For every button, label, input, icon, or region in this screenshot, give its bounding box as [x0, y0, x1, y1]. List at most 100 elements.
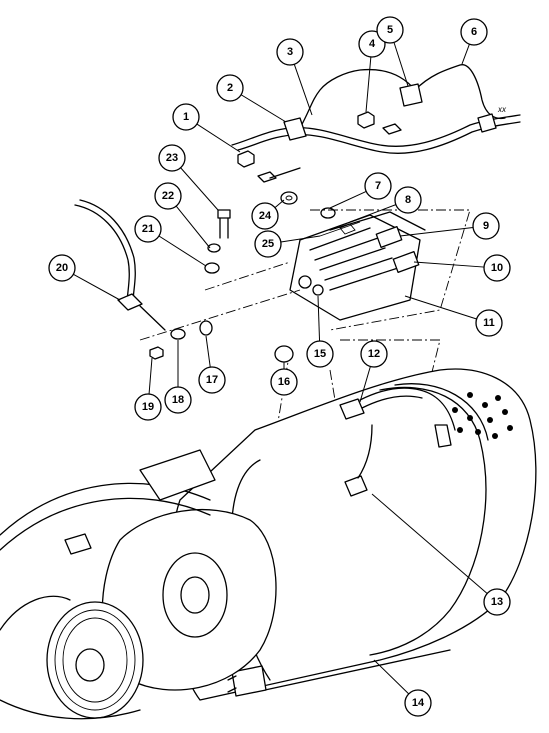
terminal-hardware [237, 111, 402, 219]
generator-connectors [339, 387, 456, 497]
callout-2: 2 [216, 74, 287, 123]
wiring-harness: xx [231, 64, 521, 154]
callout-leader-10 [413, 261, 485, 268]
callout-number: 10 [491, 262, 503, 274]
callout-7: 7 [329, 172, 392, 209]
callout-16: 16 [270, 362, 298, 396]
callout-leader-5 [393, 42, 409, 87]
callout-circle-17 [198, 366, 226, 394]
callout-number: 14 [412, 697, 425, 709]
callout-number: 12 [368, 348, 380, 360]
callout-21: 21 [134, 215, 207, 267]
callout-leader-22 [175, 205, 211, 249]
callout-circle-16 [270, 368, 298, 396]
callout-number: 19 [142, 401, 154, 413]
callout-leader-4 [365, 56, 372, 113]
callout-24: 24 [251, 199, 285, 230]
callout-circle-3 [276, 38, 304, 66]
callout-leader-3 [293, 64, 313, 116]
callout-circle-5 [376, 16, 404, 44]
callout-circle-8 [394, 186, 422, 214]
callout-leader-25 [280, 235, 321, 243]
callout-number: 1 [183, 111, 189, 123]
callout-circle-2 [216, 74, 244, 102]
callout-circle-11 [475, 309, 503, 337]
callout-leader-9 [399, 227, 474, 237]
callout-17: 17 [198, 335, 226, 394]
callout-circle-4 [358, 30, 386, 58]
regulator-assembly [289, 211, 426, 321]
callout-number: 13 [491, 596, 503, 608]
callout-circle-21 [134, 215, 162, 243]
callout-22: 22 [154, 182, 211, 249]
callout-leader-17 [205, 335, 211, 368]
callout-leader-11 [404, 295, 477, 320]
callout-circle-24 [251, 202, 279, 230]
callout-5: 5 [376, 16, 409, 87]
callout-leader-19 [148, 357, 153, 395]
callout-number: 4 [369, 38, 376, 50]
callout-leader-1 [196, 123, 241, 153]
pulley-assembly [0, 449, 277, 720]
callout-leader-6 [461, 43, 470, 65]
callout-number: 17 [206, 374, 218, 386]
callout-circle-10 [483, 254, 511, 282]
callout-number: 15 [314, 348, 326, 360]
callout-12: 12 [359, 340, 388, 403]
callout-number: 3 [287, 46, 293, 58]
callout-8: 8 [349, 186, 422, 223]
callout-leader-8 [349, 204, 397, 223]
callout-number: 20 [56, 262, 68, 274]
callout-circle-18 [164, 386, 192, 414]
callout-number: 5 [387, 24, 393, 36]
callout-number: 25 [262, 238, 274, 250]
callout-number: 22 [162, 190, 174, 202]
callout-1: 1 [172, 103, 241, 153]
callout-leader-2 [240, 94, 287, 123]
callout-leader-12 [359, 366, 371, 403]
callout-number: 18 [172, 394, 184, 406]
callout-leader-24 [274, 199, 285, 209]
callout-circle-6 [460, 18, 488, 46]
callout-number: 7 [375, 180, 381, 192]
callout-20: 20 [48, 254, 121, 301]
callout-15: 15 [306, 295, 334, 368]
callout-25: 25 [254, 230, 321, 258]
callout-leader-15 [317, 295, 321, 342]
callout-number: 9 [483, 220, 489, 232]
callout-leader-13 [371, 493, 488, 594]
callout-14: 14 [373, 659, 432, 717]
callout-number: 6 [471, 26, 477, 38]
callout-circle-9 [472, 212, 500, 240]
callout-18: 18 [164, 340, 192, 414]
callout-number: 11 [483, 317, 495, 329]
callout-number: 16 [278, 376, 290, 388]
callout-circle-7 [364, 172, 392, 200]
callout-23: 23 [158, 144, 219, 211]
callout-circle-15 [306, 340, 334, 368]
callout-circle-25 [254, 230, 282, 258]
callout-19: 19 [134, 357, 162, 421]
callout-10: 10 [413, 254, 511, 282]
callout-leader-20 [73, 273, 121, 301]
callout-circle-14 [404, 689, 432, 717]
callout-11: 11 [404, 295, 503, 337]
callout-circle-22 [154, 182, 182, 210]
callout-leader-21 [158, 235, 207, 267]
callout-number: 2 [227, 82, 233, 94]
callout-3: 3 [276, 38, 313, 116]
callout-leader-14 [373, 659, 410, 695]
callout-number: 21 [142, 223, 154, 235]
callout-leader-23 [180, 167, 219, 211]
callout-circle-1 [172, 103, 200, 131]
callout-circle-19 [134, 393, 162, 421]
callout-9: 9 [399, 212, 500, 240]
callout-4: 4 [358, 30, 386, 113]
callout-number: 23 [166, 152, 178, 164]
note-text: xx [497, 105, 507, 114]
callout-number: 24 [259, 210, 272, 222]
callout-13: 13 [371, 493, 511, 616]
callout-circle-13 [483, 588, 511, 616]
